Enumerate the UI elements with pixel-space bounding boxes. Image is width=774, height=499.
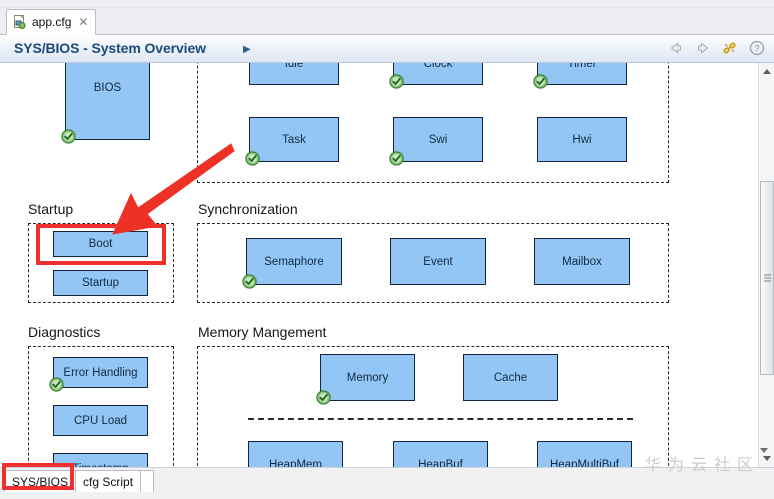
- node-startup[interactable]: Startup: [53, 270, 148, 296]
- enabled-check-icon: [316, 390, 331, 405]
- node-label: Startup: [81, 277, 120, 289]
- node-label: Task: [282, 133, 306, 146]
- bottom-tab-bar: SYS/BIOS cfg Script: [0, 467, 774, 499]
- node-heapmultibuf[interactable]: HeapMultiBuf: [537, 441, 632, 467]
- enabled-check-icon: [61, 129, 76, 144]
- node-label: Event: [423, 255, 453, 268]
- node-semaphore[interactable]: Semaphore: [242, 238, 342, 289]
- window-chrome-strip: [0, 0, 774, 8]
- node-event[interactable]: Event: [390, 238, 486, 285]
- title-expand-arrow-icon[interactable]: ▶: [243, 44, 251, 55]
- node-label: Mailbox: [562, 255, 602, 268]
- enabled-check-icon: [389, 151, 404, 166]
- node-timer[interactable]: Timer: [533, 63, 627, 89]
- editor-tab-label: app.cfg: [32, 15, 72, 29]
- memory-group-divider: [248, 418, 633, 420]
- enabled-check-icon: [389, 74, 404, 89]
- node-label: HeapMultiBuf: [549, 458, 620, 468]
- link-icon[interactable]: [721, 39, 739, 57]
- node-label: HeapBuf: [418, 458, 463, 468]
- group-synchronization: [197, 223, 669, 303]
- node-label: Memory: [346, 371, 389, 384]
- group-startup: [28, 223, 174, 303]
- enabled-check-icon: [245, 151, 260, 166]
- svg-text:?: ?: [754, 43, 759, 53]
- group-label-diagnostics: Diagnostics: [28, 324, 101, 340]
- header-toolbar: ?: [667, 39, 766, 57]
- enabled-check-icon: [242, 274, 257, 289]
- cfg-file-icon: [13, 15, 27, 29]
- help-icon[interactable]: ?: [748, 39, 766, 57]
- node-label: Cache: [493, 371, 528, 384]
- diagram-canvas: Idle Clock Timer Ta: [0, 63, 758, 467]
- forward-arrow-icon[interactable]: [694, 39, 712, 57]
- editor-tab-app-cfg[interactable]: app.cfg ✕: [6, 9, 97, 35]
- node-label: Boot: [88, 238, 113, 250]
- group-memory-mangement: [197, 346, 669, 467]
- node-label: BIOS: [93, 81, 122, 94]
- node-bios[interactable]: BIOS: [61, 63, 150, 144]
- scrollbar-thumb[interactable]: [760, 181, 774, 375]
- group-label-synchronization: Synchronization: [198, 201, 298, 217]
- bottom-tab-filler: [140, 470, 155, 492]
- scroll-up-icon[interactable]: [759, 63, 774, 80]
- node-label: Timer: [567, 63, 597, 70]
- group-label-startup: Startup: [28, 201, 74, 217]
- node-swi[interactable]: Swi: [389, 117, 483, 166]
- back-arrow-icon[interactable]: [667, 39, 685, 57]
- form-header-bar: SYS/BIOS - System Overview ▶: [0, 35, 774, 63]
- bottom-tab-sys-bios[interactable]: SYS/BIOS: [4, 470, 77, 492]
- node-label: CPU Load: [73, 414, 128, 427]
- node-boot[interactable]: Boot: [53, 231, 148, 257]
- node-error-handling[interactable]: Error Handling: [49, 357, 148, 392]
- node-label: Clock: [423, 63, 453, 70]
- group-diagnostics: [28, 346, 174, 467]
- vertical-scrollbar[interactable]: [758, 63, 774, 467]
- page-title: SYS/BIOS - System Overview: [14, 40, 206, 56]
- node-heapmem[interactable]: HeapMem: [248, 441, 343, 467]
- node-cache[interactable]: Cache: [463, 354, 558, 401]
- node-cpu-load[interactable]: CPU Load: [53, 405, 148, 436]
- enabled-check-icon: [533, 74, 548, 89]
- node-label: Idle: [284, 63, 304, 70]
- dropdown-caret-icon[interactable]: [760, 448, 768, 453]
- node-label: Swi: [428, 133, 448, 146]
- node-label: Error Handling: [63, 366, 138, 379]
- node-mailbox[interactable]: Mailbox: [534, 238, 630, 285]
- bottom-tab-cfg-script[interactable]: cfg Script: [75, 470, 142, 492]
- node-hwi[interactable]: Hwi: [537, 117, 627, 162]
- node-heapbuf[interactable]: HeapBuf: [393, 441, 488, 467]
- group-scheduling: [197, 63, 669, 183]
- node-clock[interactable]: Clock: [389, 63, 483, 89]
- close-icon[interactable]: ✕: [78, 15, 89, 29]
- bottom-tab-label: cfg Script: [83, 474, 134, 489]
- node-label: HeapMem: [268, 458, 323, 468]
- node-task[interactable]: Task: [245, 117, 339, 166]
- group-label-memory-mangement: Memory Mangement: [198, 324, 327, 340]
- editor-tabstrip: app.cfg ✕: [0, 8, 774, 35]
- scrollbar-grip-icon: [764, 274, 771, 282]
- bottom-tab-label: SYS/BIOS: [12, 474, 69, 489]
- enabled-check-icon: [49, 377, 64, 392]
- node-memory[interactable]: Memory: [316, 354, 415, 405]
- node-timestamp[interactable]: Timestamp: [53, 453, 148, 467]
- scroll-down-icon[interactable]: [759, 450, 774, 467]
- bottom-tabs: SYS/BIOS cfg Script: [4, 470, 155, 492]
- node-label: Hwi: [572, 133, 592, 146]
- node-idle[interactable]: Idle: [249, 63, 339, 85]
- node-label: Semaphore: [264, 255, 324, 268]
